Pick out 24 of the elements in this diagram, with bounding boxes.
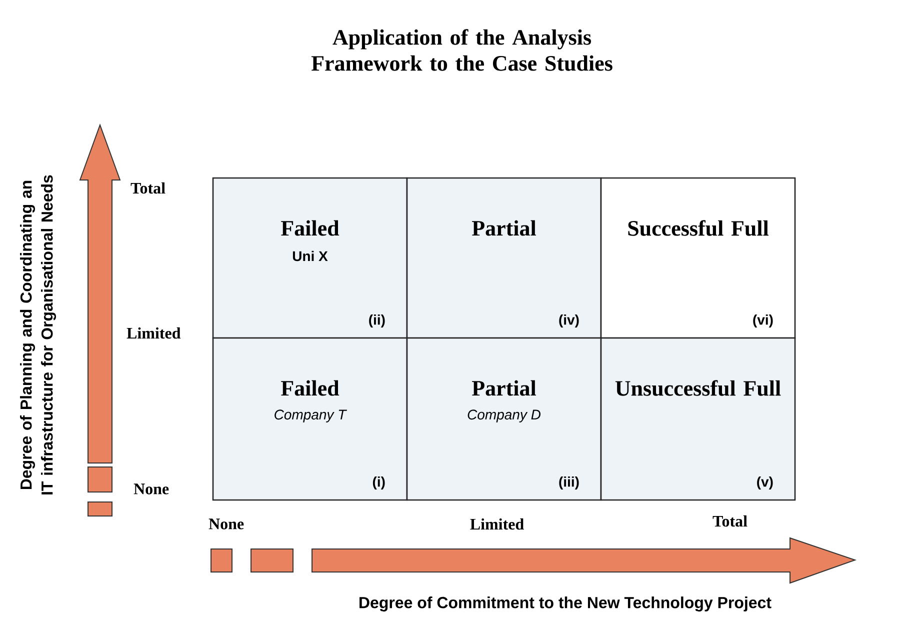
title: Application of the Analysis Framework to the Case Studies — [311, 29, 612, 71]
cell-number: (iv) — [559, 314, 579, 328]
case-name: Uni X — [292, 250, 328, 262]
cell-heading: Unsuccessful Full — [615, 380, 781, 396]
cell-number: (iii) — [559, 476, 579, 490]
cell-number: (i) — [372, 476, 385, 490]
axis-tick-label: Limited — [126, 327, 181, 339]
axis-tick-label: Limited — [470, 518, 524, 530]
cell-heading: Failed — [281, 220, 340, 236]
cell-number: (v) — [757, 476, 773, 490]
cell-number: (ii) — [369, 314, 385, 328]
cell-heading: Partial — [472, 380, 536, 396]
axis-tick-label: Total — [712, 515, 748, 527]
case-name: Company D — [468, 410, 540, 422]
cell-heading: Failed — [281, 380, 340, 396]
axis-tick-label: None — [134, 484, 169, 494]
axis-tick-label: Total — [130, 182, 166, 194]
axis-title: Degree of Planning and Coordinating an IT infrastructure for Organisational Needs — [20, 175, 56, 494]
cell-heading: Successful Full — [628, 220, 769, 236]
cell-number: (vi) — [753, 314, 773, 328]
axis-tick-label: None — [208, 518, 244, 530]
cell-heading: Partial — [472, 220, 536, 236]
case-name: Company T — [274, 410, 347, 422]
axis-title: Degree of Commitment to the New Technology Project — [360, 596, 772, 612]
